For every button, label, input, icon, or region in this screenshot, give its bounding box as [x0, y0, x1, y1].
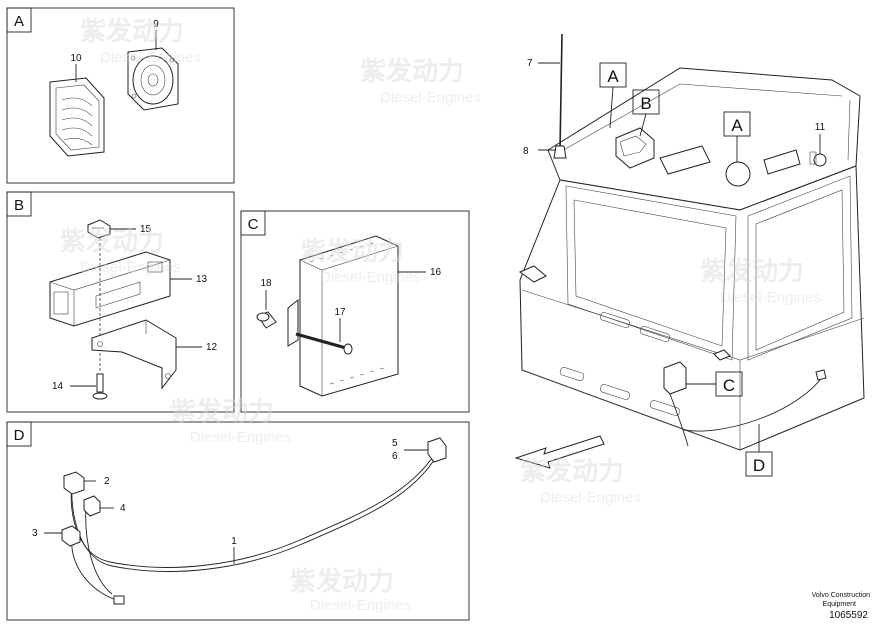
svg-text:A: A [731, 116, 743, 135]
callout-a-right: A [723, 111, 751, 162]
svg-text:B: B [640, 94, 651, 113]
wiring-harness-icon [70, 451, 439, 601]
part-number-12: 12 [206, 342, 218, 353]
speaker-grille-icon [49, 77, 105, 157]
part-number-14: 14 [52, 381, 64, 392]
svg-text:A: A [607, 67, 619, 86]
part-number-7: 7 [527, 58, 533, 69]
svg-text:紫发动力: 紫发动力 [360, 56, 464, 86]
part-number-15: 15 [140, 224, 152, 235]
part-number-6: 6 [392, 451, 398, 462]
svg-text:Diesel-Engines: Diesel-Engines [540, 489, 641, 506]
part-number-17: 17 [334, 307, 346, 318]
part-number-2: 2 [104, 476, 110, 487]
panel-c-letter: C [248, 216, 259, 233]
part-number-11: 11 [815, 122, 826, 133]
svg-text:C: C [723, 376, 735, 395]
control-unit-icon [287, 235, 399, 397]
part-number-1: 1 [231, 536, 237, 547]
part-number-4: 4 [120, 503, 126, 514]
speaker-icon [127, 47, 179, 111]
cylinder-icon [256, 311, 277, 329]
panel-b: B 15 13 12 [6, 191, 235, 413]
part-number-3: 3 [32, 528, 38, 539]
panel-d-letter: D [14, 427, 25, 444]
brand-line-1: Volvo Construction [812, 592, 870, 599]
part-number-18: 18 [260, 278, 272, 289]
svg-text:Diesel-Engines: Diesel-Engines [100, 49, 201, 66]
part-number-10: 10 [70, 53, 82, 64]
svg-text:Diesel-Engines: Diesel-Engines [720, 289, 821, 306]
connector-icon [61, 437, 447, 605]
callout-a-left: A [599, 62, 627, 129]
svg-text:紫发动力: 紫发动力 [290, 566, 394, 596]
panel-b-letter: B [14, 197, 24, 214]
screw-icon [92, 373, 108, 400]
svg-text:Diesel-Engines: Diesel-Engines [320, 269, 421, 286]
svg-text:Diesel-Engines: Diesel-Engines [80, 259, 181, 276]
panel-c: C 16 18 17 [240, 210, 470, 413]
panel-a: A 10 9 [6, 7, 235, 184]
panel-a-letter: A [14, 13, 24, 30]
clip-icon [87, 219, 111, 239]
svg-text:紫发动力: 紫发动力 [60, 226, 164, 256]
svg-text:Diesel-Engines: Diesel-Engines [190, 429, 291, 446]
brand-line-2: Equipment [823, 601, 857, 608]
drawing-number: 1065592 [829, 610, 868, 621]
cab-illustration [514, 33, 865, 469]
bolt-icon [295, 332, 353, 355]
svg-text:紫发动力: 紫发动力 [80, 16, 184, 46]
svg-text:紫发动力: 紫发动力 [300, 236, 404, 266]
svg-text:紫发动力: 紫发动力 [520, 456, 624, 486]
callout-b: B [632, 89, 660, 137]
radio-holder-icon [49, 251, 171, 327]
svg-text:Diesel-Engines: Diesel-Engines [310, 597, 411, 614]
svg-text:D: D [753, 456, 765, 475]
svg-text:Diesel-Engines: Diesel-Engines [380, 89, 481, 106]
part-number-5: 5 [392, 438, 398, 449]
panel-d: D 2 4 3 1 5 6 [6, 421, 470, 621]
part-number-13: 13 [196, 274, 208, 285]
svg-text:紫发动力: 紫发动力 [700, 256, 804, 286]
watermark: 紫发动力 Diesel-Engines 紫发动力 Diesel-Engines … [60, 16, 821, 614]
part-number-16: 16 [430, 267, 442, 278]
part-number-9: 9 [153, 19, 159, 30]
svg-text:紫发动力: 紫发动力 [170, 396, 274, 426]
bracket-icon [91, 319, 177, 390]
callout-d: D [745, 424, 773, 477]
part-number-8: 8 [523, 146, 529, 157]
callout-c: C [686, 371, 743, 397]
